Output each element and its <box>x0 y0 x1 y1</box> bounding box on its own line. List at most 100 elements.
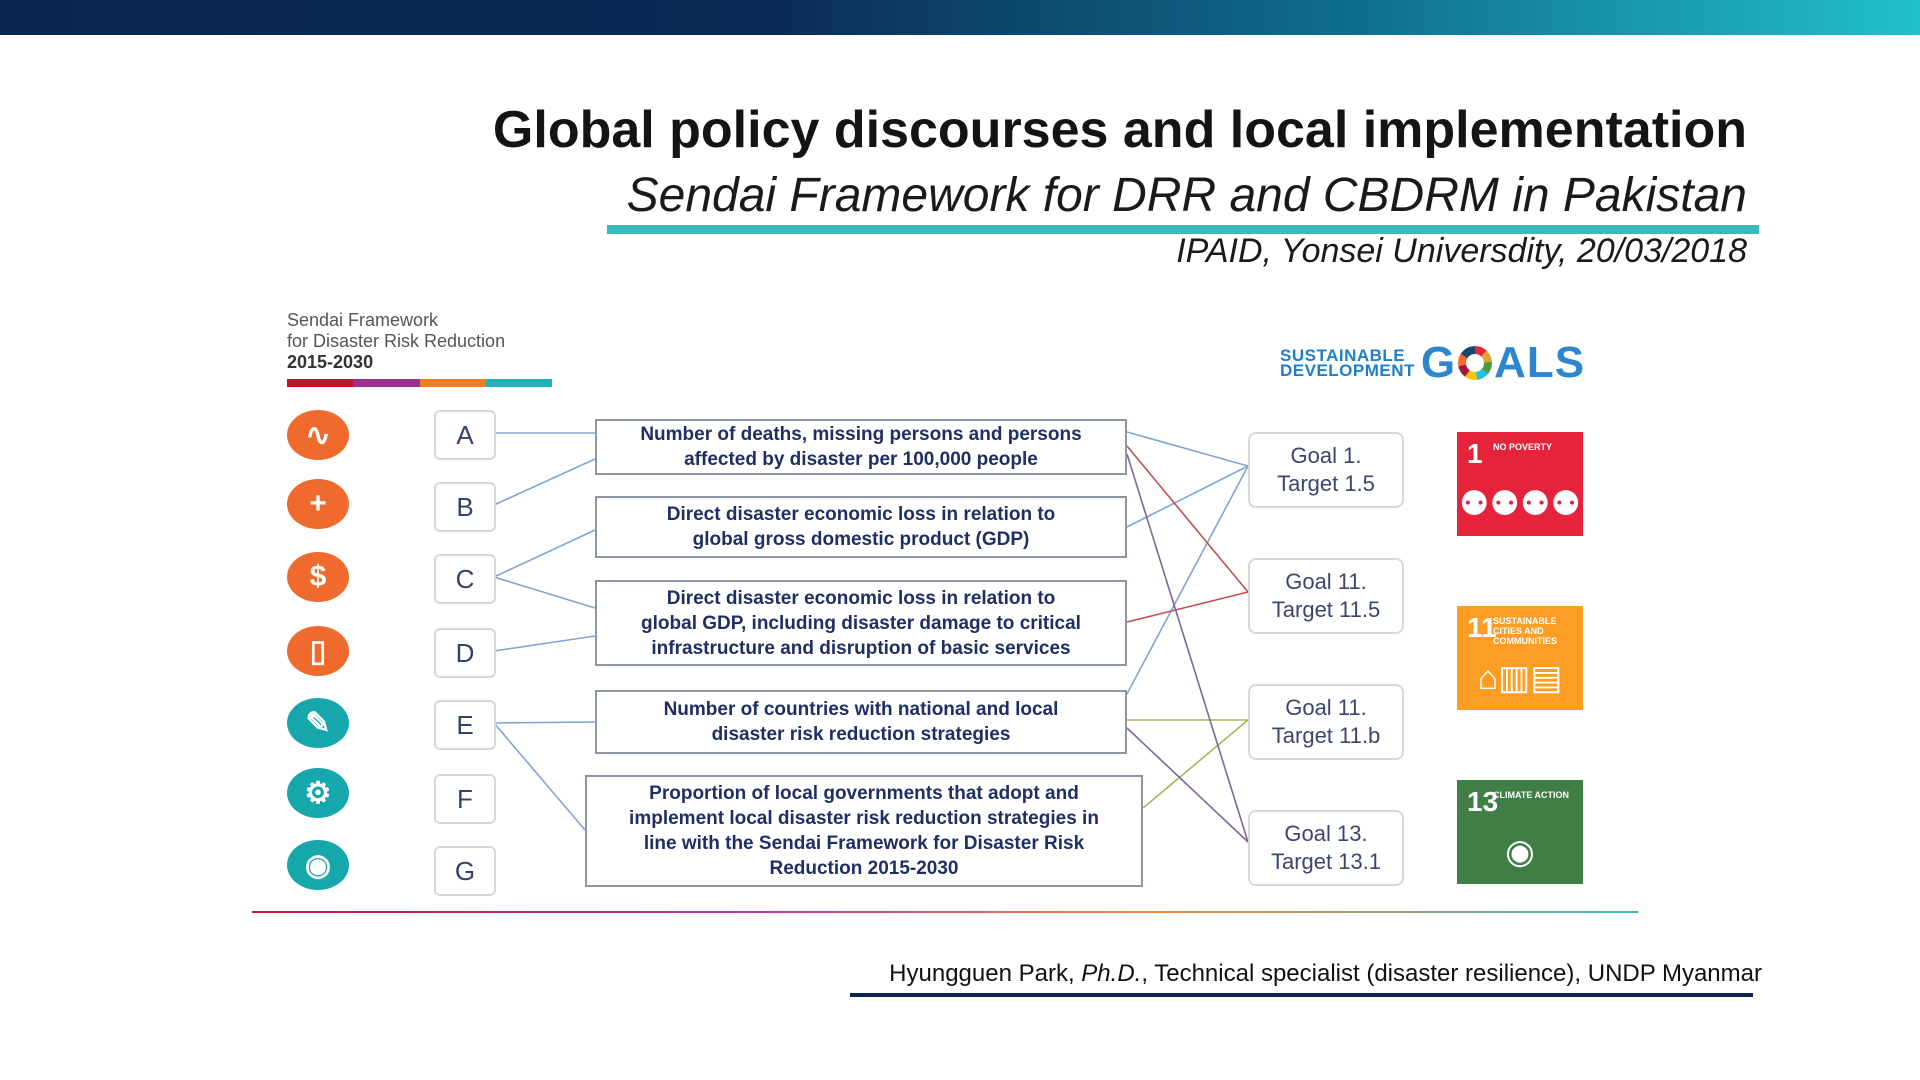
sendai-logo-line2: for Disaster Risk Reduction <box>287 331 506 351</box>
target-icon: + <box>287 479 349 529</box>
page-title: Global policy discourses and local imple… <box>492 101 1747 159</box>
target-icon: ∿ <box>287 410 349 460</box>
target-letter-c: C <box>434 554 496 604</box>
goal-target: Target 11.b <box>1271 723 1381 748</box>
target-icon: ▯ <box>287 626 349 676</box>
goal-box-11-5: Goal 11. Target 11.5 <box>1248 558 1404 634</box>
target-glyph: $ <box>309 560 327 593</box>
sdg-logo-goals-end: ALS <box>1494 338 1586 387</box>
indicator-line: Number of countries with national and lo… <box>663 699 1059 720</box>
sdg-logo-goals: G ALS <box>1421 338 1585 388</box>
target-letter-g: G <box>434 846 496 896</box>
indicator-line: line with the Sendai Framework for Disas… <box>643 833 1085 854</box>
diagram-bottom-rule <box>252 911 1638 913</box>
goal-label: Goal 1. <box>1290 443 1362 468</box>
indicator-box-local-governments: Proportion of local governments that ado… <box>585 775 1143 887</box>
target-icon: ✎ <box>287 698 349 748</box>
sdg-tile-number: 13 <box>1467 786 1499 817</box>
connector-indicator-goal <box>1126 591 1249 623</box>
indicator-line: Number of deaths, missing persons and pe… <box>640 424 1082 445</box>
author-degree: Ph.D. <box>1081 960 1142 987</box>
connector-indicator-goal <box>1142 719 1249 809</box>
connector-e-indicator <box>493 721 596 724</box>
sdg-tile-number: 11 <box>1467 612 1497 643</box>
indicator-line: global gross domestic product (GDP) <box>692 529 1030 550</box>
indicator-line: implement local disaster risk reduction … <box>629 808 1099 829</box>
connector-indicator-goal <box>1126 727 1249 843</box>
sdg-tile-name: NO POVERTY <box>1493 442 1553 452</box>
connector-d-indicator <box>493 635 596 652</box>
sendai-color-bar <box>287 379 552 387</box>
author-role: , Technical specialist (disaster resilie… <box>1141 960 1762 987</box>
goal-box-1: Goal 1. Target 1.5 <box>1248 432 1404 508</box>
indicator-box-infrastructure: Direct disaster economic loss in relatio… <box>595 580 1127 666</box>
page-subtitle: Sendai Framework for DRR and CBDRM in Pa… <box>626 169 1747 222</box>
target-glyph: ▯ <box>309 634 327 668</box>
sdg-tile-name: CLIMATE ACTION <box>1493 790 1569 800</box>
goal-label: Goal 11. <box>1285 695 1367 720</box>
indicator-text: Direct disaster economic loss in relatio… <box>641 586 1081 661</box>
indicator-box-deaths: Number of deaths, missing persons and pe… <box>595 419 1127 475</box>
sdg-logo-line2: DEVELOPMENT <box>1280 361 1415 380</box>
sdg-logo-small-text: SUSTAINABLE DEVELOPMENT <box>1280 346 1415 380</box>
sdg-tile-climate-action: 13 CLIMATE ACTION ◉ <box>1457 780 1583 884</box>
goal-target: Target 11.5 <box>1271 597 1381 622</box>
connector-indicator-goal <box>1126 431 1249 467</box>
goal-box-11-b: Goal 11. Target 11.b <box>1248 684 1404 760</box>
target-icon: ◉ <box>287 840 349 890</box>
sendai-logo-line1: Sendai Framework <box>287 310 439 330</box>
connector-indicator-goal <box>1126 465 1249 695</box>
sdg-logo-line1: SUSTAINABLE <box>1280 346 1406 365</box>
connector-indicator-goal <box>1126 445 1249 593</box>
sdg-tile-no-poverty: 1 NO POVERTY ⚉⚉⚉⚉ <box>1457 432 1583 536</box>
connector-c-indicator <box>493 529 596 578</box>
connector-b-indicator <box>493 458 596 506</box>
indicator-line: Direct disaster economic loss in relatio… <box>666 587 1056 609</box>
sdg-tile-sustainable-cities: 11 SUSTAINABLE CITIES AND COMMUNITIES ⌂▥… <box>1457 606 1583 710</box>
sendai-logo-years: 2015-2030 <box>287 352 374 372</box>
indicator-line: Proportion of local governments that ado… <box>649 783 1079 804</box>
sdg-wheel-icon <box>1458 346 1493 380</box>
target-glyph: ⚙ <box>304 776 332 810</box>
target-icon: ⚙ <box>287 768 349 818</box>
target-letter-b: B <box>434 482 496 532</box>
target-letter-d: D <box>434 628 496 678</box>
family-icon: ⚉⚉⚉⚉ <box>1459 485 1581 523</box>
target-glyph: ∿ <box>305 418 331 452</box>
target-icon: $ <box>287 552 349 602</box>
sendai-bar-segment <box>419 379 486 387</box>
goal-box-13: Goal 13. Target 13.1 <box>1248 810 1404 886</box>
goal-target: Target 13.1 <box>1270 849 1382 874</box>
eye-globe-icon: ◉ <box>1505 833 1535 871</box>
goal-label: Goal 13. <box>1284 821 1368 846</box>
sdg-logo-goals-start: G <box>1420 338 1457 387</box>
sendai-bar-segment <box>353 379 420 387</box>
indicator-line: global GDP, including disaster damage to… <box>641 612 1081 634</box>
indicator-line: infrastructure and disruption of basic s… <box>651 637 1071 659</box>
indicator-line: Reduction 2015-2030 <box>769 858 959 879</box>
top-banner <box>0 0 1920 35</box>
target-letter-f: F <box>434 774 496 824</box>
subtitle-underline <box>607 225 1759 234</box>
indicator-box-economic-loss: Direct disaster economic loss in relatio… <box>595 496 1127 558</box>
connector-indicator-goal <box>1126 453 1249 843</box>
target-letter-e: E <box>434 700 496 750</box>
author-name: Hyungguen Park, <box>889 960 1082 987</box>
target-glyph: ✎ <box>305 706 331 740</box>
author-credit: Hyungguen Park, Ph.D., Technical special… <box>889 960 1762 988</box>
target-glyph: ◉ <box>304 848 332 882</box>
indicator-text: Direct disaster economic loss in relatio… <box>667 502 1056 552</box>
goal-label: Goal 11. <box>1285 569 1367 594</box>
indicator-text: Proportion of local governments that ado… <box>629 781 1099 881</box>
sdg-tile-name: SUSTAINABLE CITIES AND COMMUNITIES <box>1493 616 1557 646</box>
target-glyph: + <box>309 487 327 520</box>
indicator-box-strategies: Number of countries with national and lo… <box>595 690 1127 754</box>
sdg-logo: SUSTAINABLE DEVELOPMENT G ALS <box>1280 338 1585 388</box>
indicator-line: Direct disaster economic loss in relatio… <box>666 504 1056 525</box>
target-letter-a: A <box>434 410 496 460</box>
venue-date: IPAID, Yonsei Universdity, 20/03/2018 <box>1176 232 1747 270</box>
sendai-framework-logo: Sendai Framework for Disaster Risk Reduc… <box>287 310 557 387</box>
author-underline <box>850 993 1753 997</box>
indicator-text: Number of deaths, missing persons and pe… <box>640 422 1081 472</box>
